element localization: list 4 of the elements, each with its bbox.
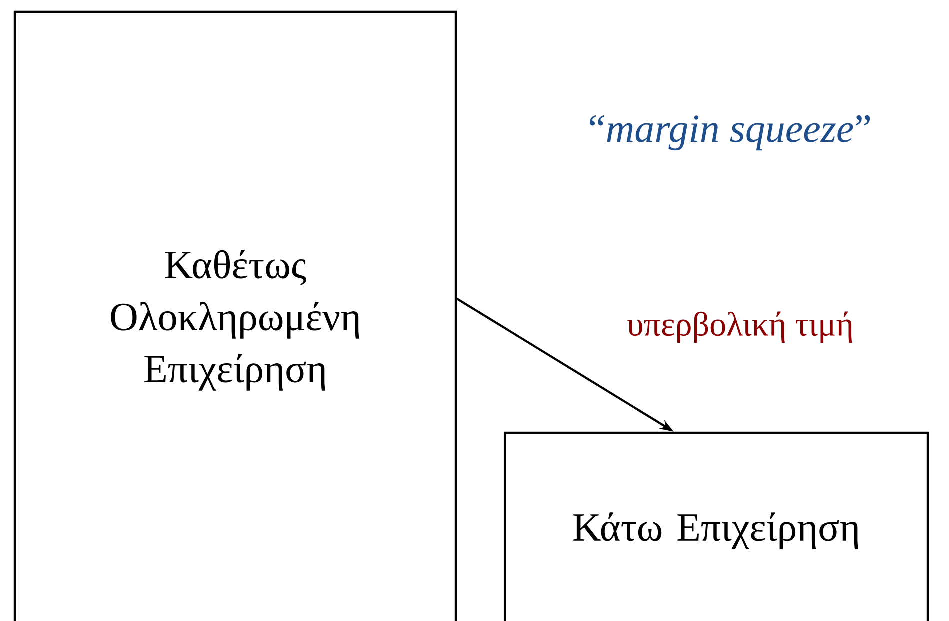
box: Κάτω Επιχείρηση [504, 432, 930, 621]
annotation: “margin squeeze” [590, 115, 870, 151]
box: Καθέτως Ολοκληρωμένη Επιχείρηση [14, 10, 458, 621]
edge-label: υπερβολική τιμή [627, 312, 852, 344]
